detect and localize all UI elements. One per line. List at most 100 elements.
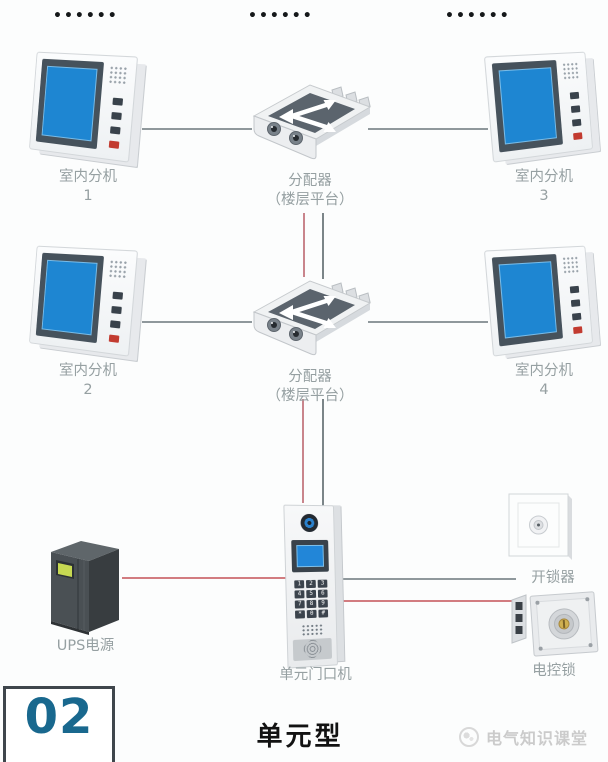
monitor-4-label: 室内分机 4 [484, 362, 604, 400]
monitor-call-button [108, 334, 120, 343]
bnc-connector-icon [267, 122, 303, 145]
camera-icon [300, 513, 319, 532]
door-screen-frame [291, 539, 329, 573]
distributor-illustration [252, 84, 372, 160]
wire-dark-dist1-dist2 [322, 213, 324, 279]
wire-monitor1-distributor1 [142, 128, 252, 130]
continuation-dots-left: •••••• [53, 8, 119, 24]
monitor-body [483, 245, 594, 357]
distributor-label-text: 分配器 [288, 173, 332, 189]
unlock-button-illustration [508, 493, 572, 560]
monitor-button [109, 126, 121, 135]
door-speaker-icon [301, 623, 323, 636]
monitor-label-text: 室内分机 [515, 169, 573, 185]
brand-logo-icon [459, 727, 479, 747]
monitor-call-button [108, 140, 120, 149]
wire-door-lock [341, 600, 513, 602]
split-arrowheads-icon [279, 100, 336, 132]
door-key: 7 [294, 600, 305, 609]
wire-distributor2-monitor4 [368, 321, 488, 323]
ups-illustration [51, 541, 119, 635]
indoor-monitor-1 [28, 51, 150, 163]
ups-power-supply [45, 536, 125, 636]
monitor-button [112, 291, 124, 300]
electric-lock-label: 电控锁 [513, 662, 595, 681]
door-station-label: 单元门口机 [263, 666, 368, 685]
monitor-1-label: 室内分机 1 [28, 168, 148, 206]
monitor-body [28, 51, 139, 163]
section-number: 02 [24, 689, 94, 745]
door-key: * [294, 610, 306, 619]
split-arrows-icon [289, 298, 329, 326]
wire-door-unlock [341, 578, 516, 580]
door-key: 4 [294, 590, 305, 599]
door-key: 6 [317, 589, 328, 598]
distributor-sublabel-text: （楼层平台） [266, 191, 354, 208]
monitor-label-text: 室内分机 [515, 363, 573, 379]
brand-watermark-text: 电气知识课堂 [486, 729, 589, 748]
monitor-button [571, 118, 582, 127]
monitor-label-text: 室内分机 [59, 169, 117, 185]
monitor-button [109, 320, 121, 329]
wire-red-dist1-dist2 [303, 213, 305, 277]
unlock-button [506, 492, 576, 564]
door-key: 2 [305, 579, 316, 589]
door-station-label-text: 单元门口机 [279, 667, 352, 683]
monitor-bezel [491, 60, 564, 153]
monitor-screen [498, 261, 557, 339]
speaker-grille-icon [561, 255, 580, 274]
indoor-monitor-4 [483, 245, 606, 357]
monitor-body [483, 51, 594, 163]
monitor-number: 2 [83, 381, 93, 398]
speaker-grille-icon [108, 65, 128, 85]
monitor-number: 1 [83, 187, 93, 204]
ups-label-text: UPS电源 [56, 638, 115, 654]
monitor-button [111, 111, 122, 121]
card-reader [292, 637, 333, 662]
door-key: # [318, 609, 329, 618]
unlock-button-label-text: 开锁器 [531, 570, 575, 586]
distributor-2 [246, 268, 376, 368]
unlock-button-label: 开锁器 [512, 569, 594, 588]
ups-display-screen [58, 563, 72, 577]
section-number-box: 02 [3, 686, 115, 762]
monitor-screen [498, 67, 557, 145]
door-key: 9 [318, 599, 328, 608]
electric-lock [508, 584, 603, 662]
monitor-button [111, 305, 122, 315]
indoor-monitor-3 [483, 51, 606, 163]
monitor-call-button [573, 326, 583, 335]
wire-monitor2-distributor2 [142, 321, 252, 323]
bnc-connector-icon [267, 318, 303, 341]
distributor-2-label: 分配器 （楼层平台） [245, 368, 375, 406]
monitor-button [569, 285, 580, 294]
monitor-button [570, 105, 581, 113]
speaker-grille-icon [108, 259, 128, 279]
distributor-sublabel-text: （楼层平台） [266, 387, 354, 404]
door-key: 8 [306, 599, 317, 609]
monitor-screen [41, 259, 98, 336]
monitor-call-button [573, 132, 583, 141]
monitor-button [112, 97, 124, 106]
monitor-body [28, 245, 139, 357]
door-key: 5 [306, 589, 317, 599]
monitor-bezel [35, 58, 105, 150]
monitor-button [569, 91, 580, 100]
wire-ups-door [122, 577, 288, 579]
brand-watermark: 电气知识课堂 [459, 725, 588, 749]
wire-red-dist2-door [302, 399, 304, 503]
monitor-2-label: 室内分机 2 [28, 362, 148, 400]
monitor-number: 4 [539, 381, 549, 398]
page-title: 单元型 [256, 722, 344, 752]
distributor-1-label: 分配器 （楼层平台） [245, 172, 375, 210]
door-key: 3 [317, 579, 328, 588]
monitor-bezel [491, 254, 564, 347]
distributor-illustration [252, 280, 372, 356]
wire-distributor1-monitor3 [368, 128, 488, 130]
contactless-wave-icon [301, 637, 324, 661]
monitor-3-label: 室内分机 3 [484, 168, 604, 206]
